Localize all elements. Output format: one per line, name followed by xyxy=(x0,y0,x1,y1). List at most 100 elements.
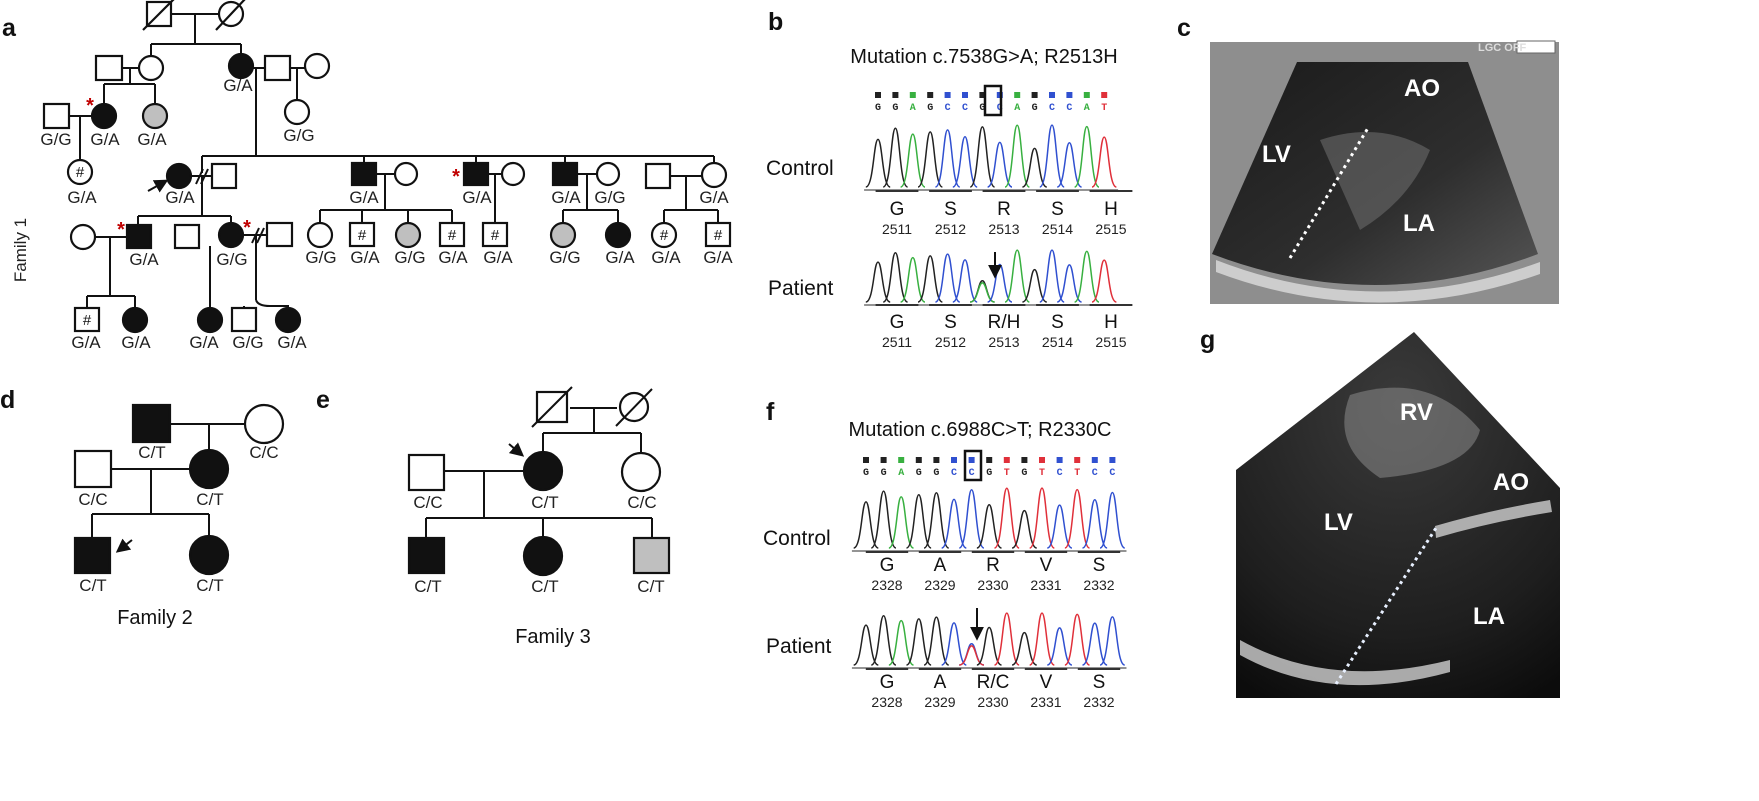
hash-female xyxy=(650,221,678,249)
echo-label-rv: RV xyxy=(1400,399,1433,426)
residue-number: 2512 xyxy=(935,334,966,350)
trace-peak xyxy=(934,129,961,188)
proband-male xyxy=(73,536,112,575)
base-letter: G xyxy=(927,103,933,114)
trace-peak xyxy=(1022,268,1048,303)
trace-peak xyxy=(1073,125,1100,188)
base-letter: C xyxy=(1066,103,1072,114)
residue-number: 2331 xyxy=(1030,577,1061,593)
genotype: G/G xyxy=(216,250,247,269)
trace-peak xyxy=(1099,616,1126,666)
genotype: G/A xyxy=(483,248,513,267)
genotype: C/C xyxy=(78,490,107,509)
residue-number: 2514 xyxy=(1042,334,1073,350)
residue-number: 2330 xyxy=(977,577,1008,593)
residue-number: 2328 xyxy=(871,694,902,710)
trace-peak xyxy=(1099,491,1126,549)
trace-peak xyxy=(976,626,1002,666)
base-swatch xyxy=(909,92,916,98)
hash-mark: # xyxy=(714,227,723,244)
base-swatch xyxy=(863,457,869,463)
base-letter: C xyxy=(1109,468,1115,479)
family1-genotypes: G/A G/G G/G G/A G/A G/A G/A G/A G/A G/A … xyxy=(40,76,733,352)
amino-acid: G xyxy=(880,672,895,693)
base-swatch xyxy=(1039,457,1045,463)
base-letter: A xyxy=(910,103,916,114)
male xyxy=(263,54,292,82)
hash-marks: # # # # # # # xyxy=(76,164,723,329)
female xyxy=(595,161,621,187)
genotype: C/C xyxy=(627,493,656,512)
genotype: G/A xyxy=(129,250,159,269)
base-letter: C xyxy=(951,468,957,479)
patient-label: Patient xyxy=(766,635,832,658)
residue-number: 2513 xyxy=(988,334,1019,350)
genotype: G/A xyxy=(90,130,120,149)
base-swatch xyxy=(892,92,899,98)
base-letter: A xyxy=(898,468,904,479)
base-swatch xyxy=(951,457,957,463)
asterisk: * xyxy=(452,166,460,188)
hash-male xyxy=(704,221,732,248)
panel-label-c: c xyxy=(1177,14,1191,42)
trace-peak xyxy=(917,255,944,303)
genotype: C/T xyxy=(79,576,106,595)
trace-peak xyxy=(976,504,1002,549)
trace-peak xyxy=(899,133,926,188)
genotype: G/A xyxy=(605,248,635,267)
amino-acid: S xyxy=(1093,672,1106,693)
base-letter: G xyxy=(1032,103,1038,114)
base-swatch xyxy=(880,457,887,463)
family1-pedigree: Family 1 xyxy=(11,0,733,352)
trace-peak xyxy=(1073,250,1100,303)
hash-mark: # xyxy=(660,227,669,244)
amino-acid: H xyxy=(1104,312,1118,333)
proband-arrow xyxy=(147,179,169,193)
setting-box xyxy=(1516,40,1556,54)
residue-number: 2515 xyxy=(1095,221,1126,237)
grey-female xyxy=(394,221,422,249)
trace-peak xyxy=(1011,631,1038,666)
affected-male xyxy=(407,536,446,575)
hash-male xyxy=(481,221,509,248)
male xyxy=(210,162,238,190)
base-letter: C xyxy=(1049,103,1055,114)
female xyxy=(243,403,285,445)
trace-peak xyxy=(987,141,1013,188)
residue-number: 2330 xyxy=(977,694,1008,710)
base-letter: G xyxy=(933,468,939,479)
trace-peak xyxy=(1029,612,1055,666)
female xyxy=(620,451,662,493)
affected-female xyxy=(604,221,632,249)
female xyxy=(393,161,419,187)
residue-number: 2331 xyxy=(1030,694,1061,710)
genotype: G/A xyxy=(699,188,729,207)
amino-acid: H xyxy=(1104,199,1118,220)
trace-peak xyxy=(1004,249,1031,303)
trace-peak xyxy=(1004,124,1031,188)
residue-number: 2513 xyxy=(988,221,1019,237)
base-letter: C xyxy=(969,468,975,479)
residue-number: 2329 xyxy=(924,577,955,593)
trace-peak xyxy=(882,127,909,188)
panel-label-a: a xyxy=(2,14,17,42)
affected-female xyxy=(274,306,302,334)
female xyxy=(303,52,331,80)
echo-label-ao: AO xyxy=(1493,469,1529,496)
grey-female xyxy=(549,221,577,249)
genotype: G/G xyxy=(305,248,336,267)
amino-acid: V xyxy=(1040,555,1053,576)
genotype: G/A xyxy=(67,188,97,207)
affected-male xyxy=(551,161,579,187)
echo-label-lv: LV xyxy=(1324,509,1353,536)
amino-acid: G xyxy=(880,555,895,576)
residue-number: 2332 xyxy=(1083,694,1114,710)
amino-acid: R/C xyxy=(977,672,1010,693)
panel-b-title: Mutation c.7538G>A; R2513H xyxy=(850,46,1117,68)
trace-peak xyxy=(905,493,932,549)
base-swatch xyxy=(986,457,993,463)
trace-peak xyxy=(1082,622,1108,666)
amino-acid: G xyxy=(890,312,905,333)
